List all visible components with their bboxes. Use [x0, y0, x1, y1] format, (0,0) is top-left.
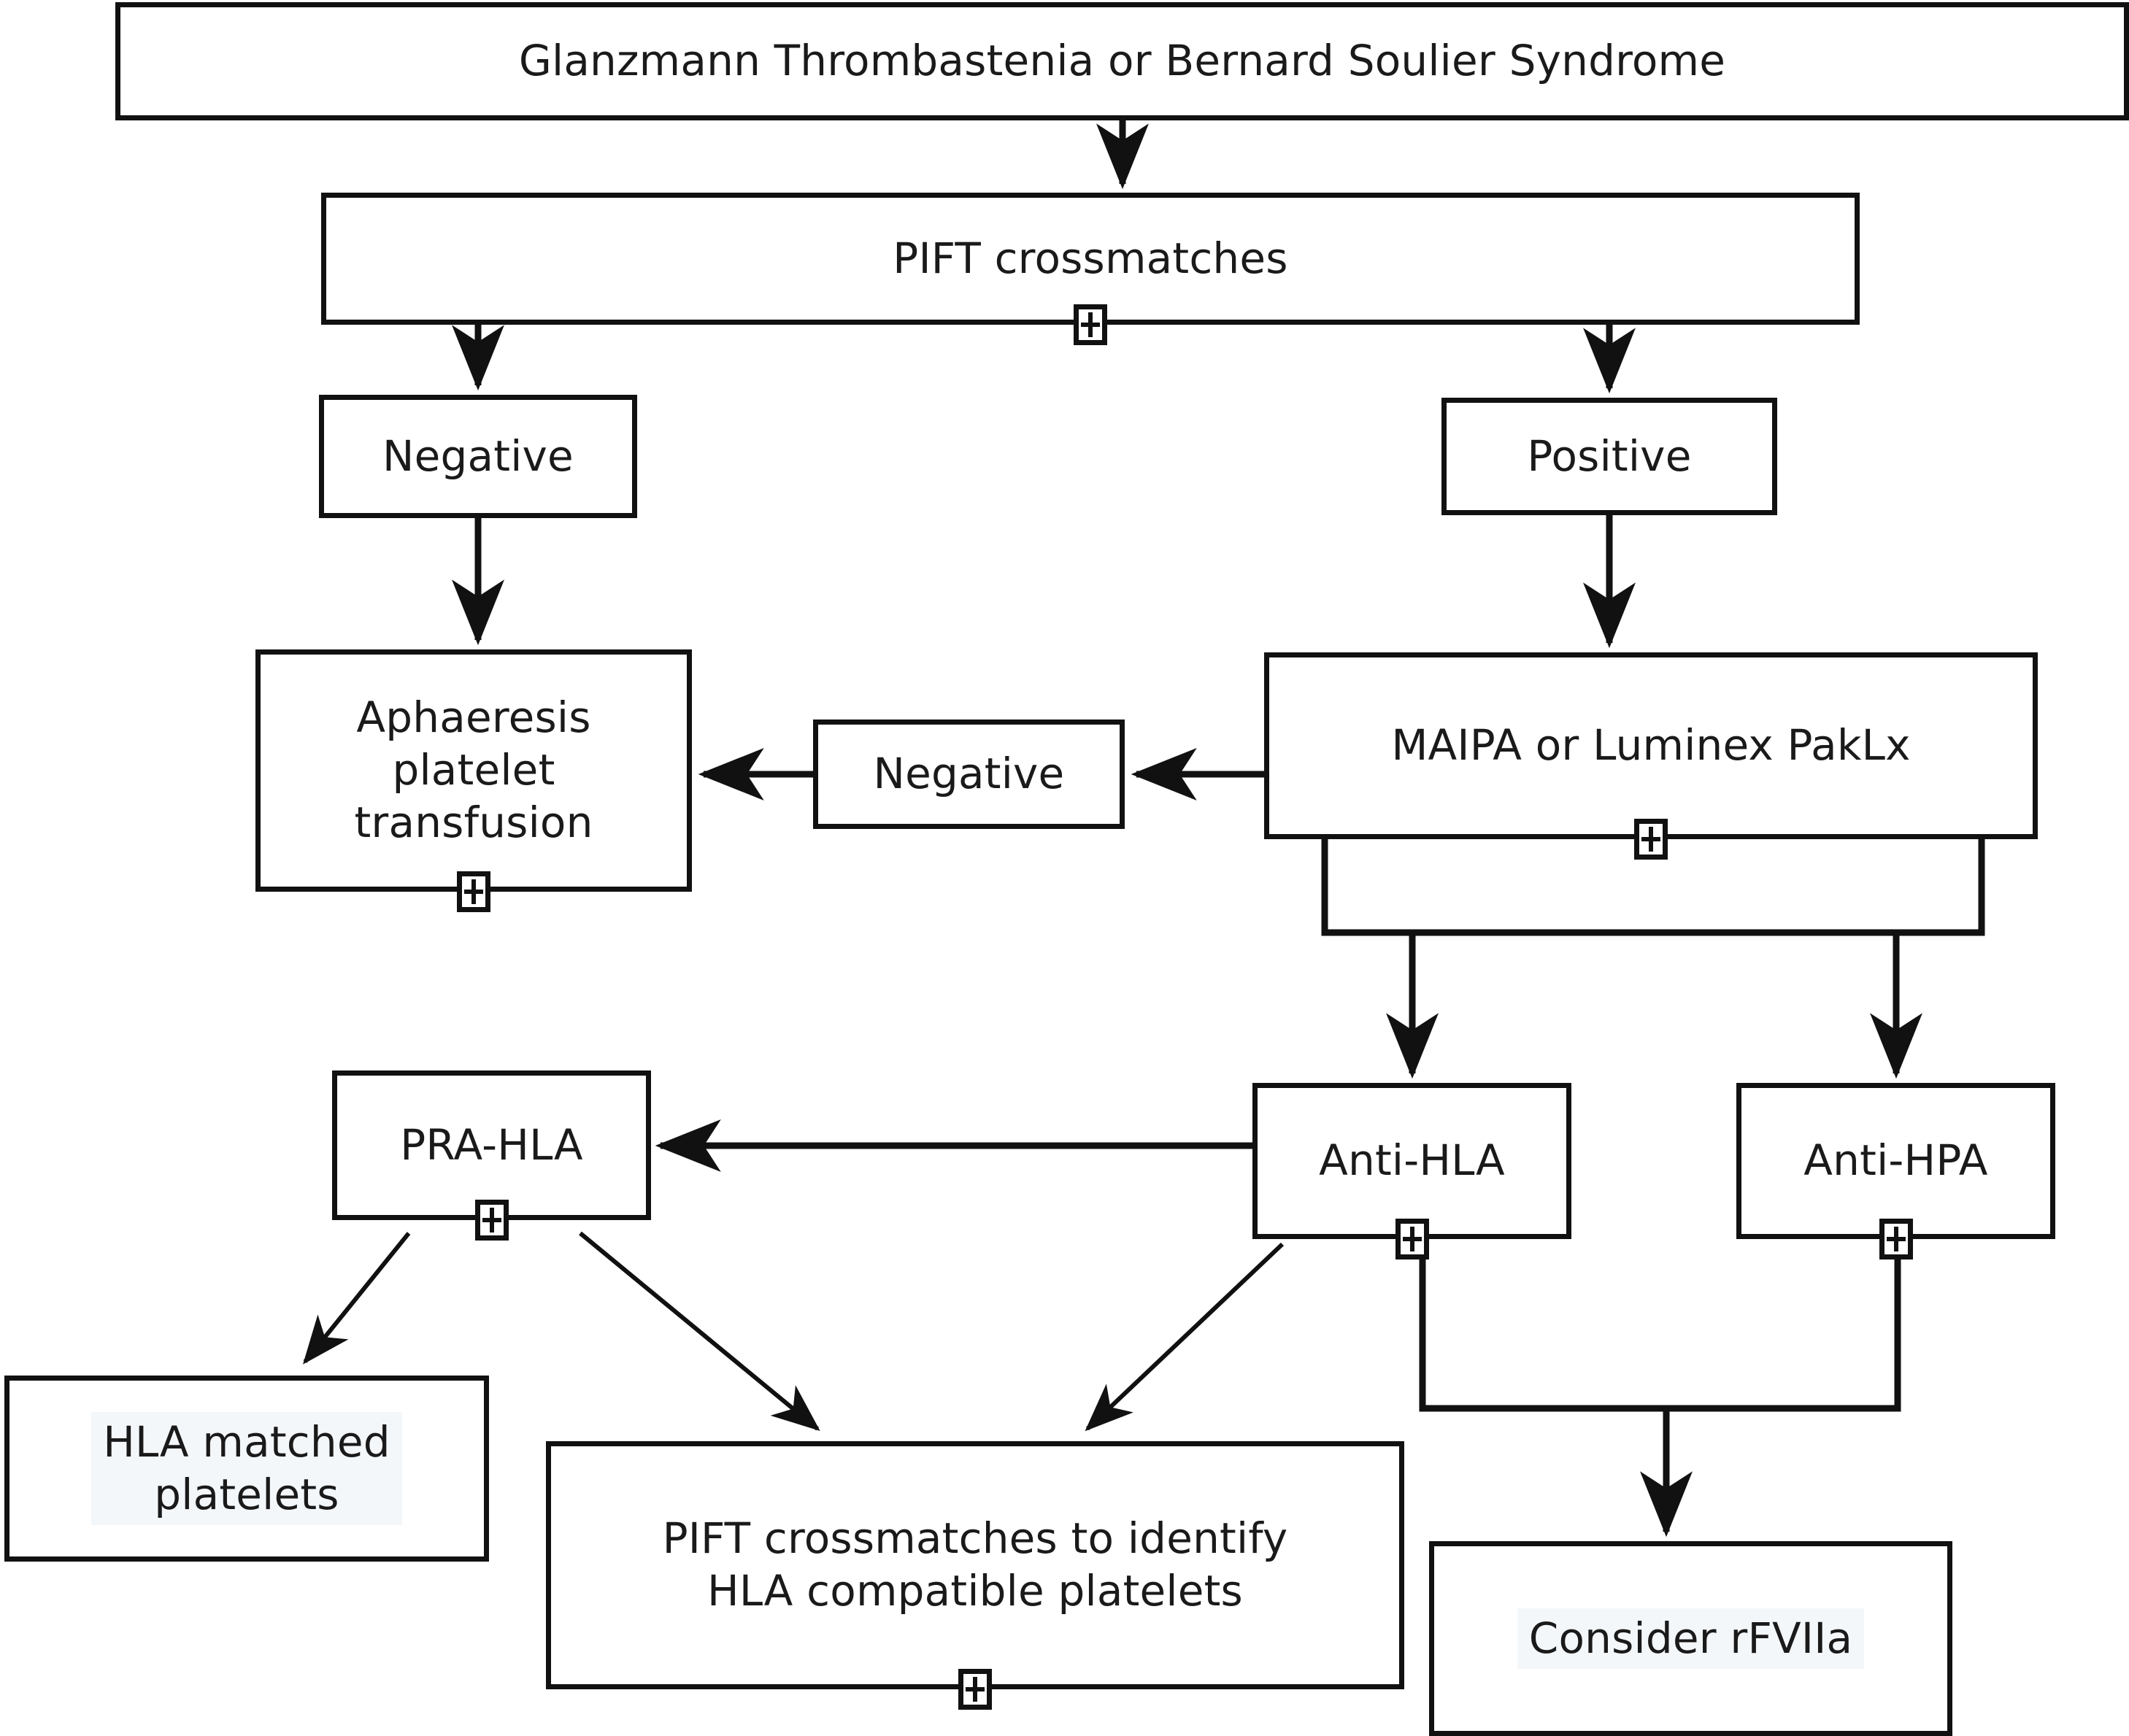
expand-plus-icon[interactable]	[1879, 1219, 1913, 1259]
node-label-anti_hla: Anti-HLA	[1319, 1135, 1505, 1186]
edge-anti-hpa-to-rfviia	[1666, 1239, 1901, 1412]
edge-pra-hla-to-hla-matched	[302, 1232, 411, 1365]
node-label-pift: PIFT crossmatches	[893, 233, 1288, 283]
node-pra_hla[interactable]: PRA-HLA	[332, 1070, 651, 1220]
node-positive[interactable]: Positive	[1441, 398, 1777, 515]
node-label-hla_matched: HLA matched platelets	[91, 1411, 402, 1526]
node-negative_left[interactable]: Negative	[319, 395, 637, 518]
node-label-aphaeresis: Aphaeresis platelet transfusion	[354, 693, 593, 847]
node-label-rfviia: Consider rFVIIa	[1517, 1608, 1865, 1670]
node-pift_compatible[interactable]: PIFT crossmatches to identify HLA compat…	[546, 1441, 1404, 1689]
node-label-root: Glanzmann Thrombastenia or Bernard Souli…	[518, 36, 1726, 86]
node-anti_hpa[interactable]: Anti-HPA	[1736, 1083, 2055, 1239]
node-rfviia[interactable]: Consider rFVIIa	[1429, 1541, 1952, 1736]
expand-plus-icon[interactable]	[475, 1200, 509, 1241]
expand-plus-icon[interactable]	[457, 871, 490, 912]
node-pift[interactable]: PIFT crossmatches	[321, 193, 1860, 325]
node-negative_mid[interactable]: Negative	[813, 720, 1125, 829]
expand-plus-icon[interactable]	[1074, 304, 1107, 345]
node-label-maipa: MAIPA or Luminex PakLx	[1391, 720, 1911, 771]
node-label-negative_left: Negative	[382, 431, 574, 481]
node-label-positive: Positive	[1527, 431, 1692, 481]
expand-plus-icon[interactable]	[958, 1669, 992, 1710]
node-hla_matched[interactable]: HLA matched platelets	[4, 1376, 489, 1562]
edge-pra-hla-to-pift-compatible	[579, 1231, 820, 1432]
node-label-negative_mid: Negative	[873, 749, 1065, 799]
node-root[interactable]: Glanzmann Thrombastenia or Bernard Souli…	[115, 2, 2129, 120]
expand-plus-icon[interactable]	[1634, 819, 1668, 860]
node-label-pift_compatible: PIFT crossmatches to identify HLA compat…	[662, 1513, 1288, 1616]
edge-anti-hla-to-rfviia	[1419, 1239, 1693, 1538]
node-label-pra_hla: PRA-HLA	[400, 1119, 583, 1170]
node-label-anti_hpa: Anti-HPA	[1803, 1135, 1988, 1186]
node-anti_hla[interactable]: Anti-HLA	[1252, 1083, 1571, 1239]
node-aphaeresis[interactable]: Aphaeresis platelet transfusion	[255, 649, 692, 892]
edge-anti-hla-to-pift-compatible	[1085, 1242, 1285, 1432]
expand-plus-icon[interactable]	[1395, 1219, 1429, 1259]
node-maipa[interactable]: MAIPA or Luminex PakLx	[1264, 652, 2038, 839]
